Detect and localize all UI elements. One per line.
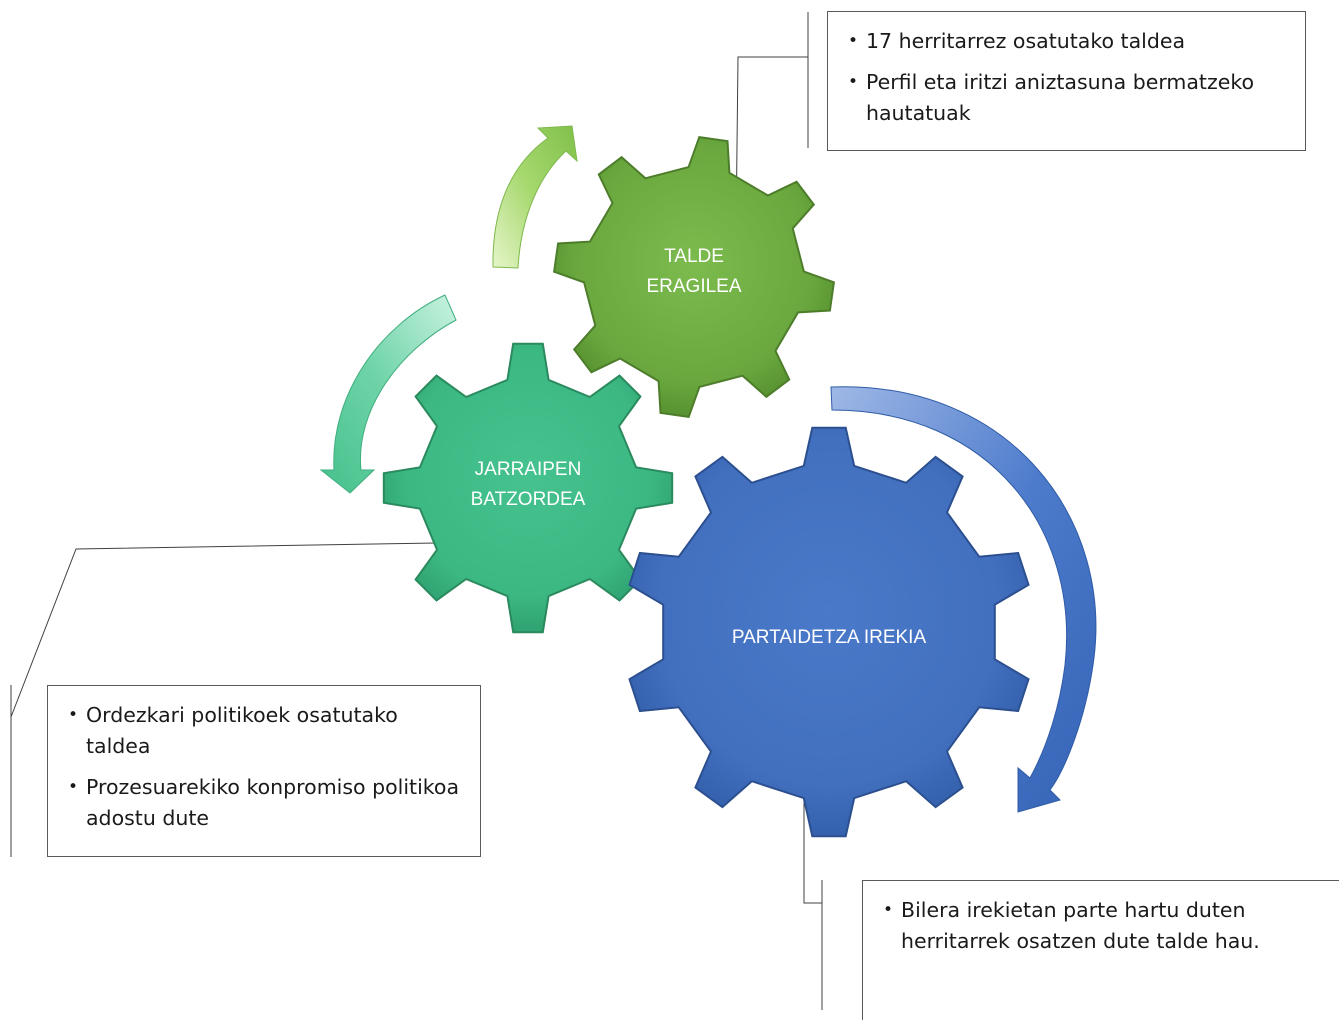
callout-partaidetza-item-1: Bilera irekietan parte hartu duten herri… — [879, 895, 1326, 957]
gear-partaidetza-label: PARTAIDETZA IREKIA — [732, 627, 927, 648]
callout-jarraipen-item-2: Prozesuarekiko konpromiso politikoa ados… — [64, 772, 464, 834]
gear-jarraipen-label-line-2: BATZORDEA — [471, 489, 586, 510]
gear-jarraipen: JARRAIPEN BATZORDEA — [382, 342, 674, 634]
callout-partaidetza-list: Bilera irekietan parte hartu duten herri… — [879, 895, 1326, 957]
callout-taldea-list: 17 herritarrez osatutako taldea Perfil e… — [844, 26, 1289, 129]
gear-taldea-shape — [552, 135, 836, 419]
callout-taldea-item-1: 17 herritarrez osatutako taldea — [844, 26, 1289, 57]
callout-jarraipen-list: Ordezkari politikoek osatutako taldea Pr… — [64, 700, 464, 834]
connector-taldea — [735, 56, 808, 236]
callout-taldea: 17 herritarrez osatutako taldea Perfil e… — [827, 11, 1306, 151]
arrow-green — [492, 125, 578, 269]
arrow-blue — [830, 386, 1097, 813]
callout-partaidetza: Bilera irekietan parte hartu duten herri… — [862, 880, 1339, 1020]
callout-jarraipen-item-1: Ordezkari politikoek osatutako taldea — [64, 700, 464, 762]
gear-partaidetza: PARTAIDETZA IREKIA — [628, 426, 1030, 838]
gear-taldea: TALDE ERAGILEA — [552, 135, 836, 419]
callout-taldea-item-2: Perfil eta iritzi aniztasuna bermatzeko … — [844, 67, 1289, 129]
gear-partaidetza-shape — [628, 426, 1030, 838]
connector-jarraipen — [10, 542, 438, 718]
gear-jarraipen-label-line-1: JARRAIPEN — [475, 459, 582, 480]
gear-taldea-label-line-2: ERAGILEA — [646, 276, 741, 297]
gear-jarraipen-shape — [382, 342, 674, 634]
callout-jarraipen: Ordezkari politikoek osatutako taldea Pr… — [47, 685, 481, 857]
gear-taldea-label-line-1: TALDE — [664, 246, 724, 267]
arrow-teal — [319, 294, 457, 494]
